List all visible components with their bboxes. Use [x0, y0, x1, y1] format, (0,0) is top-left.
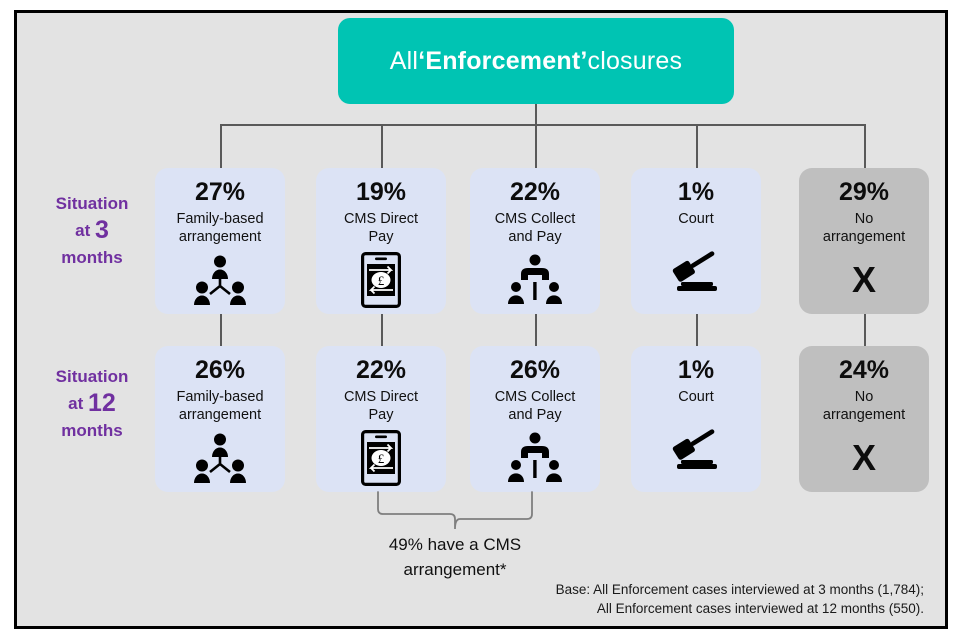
base-note-line2: All Enforcement cases interviewed at 12 … [596, 601, 924, 616]
base-note-line1: Base: All Enforcement cases interviewed … [555, 582, 924, 597]
row-label-3-months: Situation at 3 months [22, 190, 162, 271]
header-prefix: All [389, 46, 419, 75]
cms-collect-pay-icon [470, 246, 600, 314]
svg-text:£: £ [378, 273, 385, 288]
row-label-12-at: at [68, 394, 89, 413]
base-note: Base: All Enforcement cases interviewed … [556, 580, 924, 618]
outcome-percent: 1% [677, 356, 715, 384]
gavel-icon [631, 406, 761, 492]
row-label-12-months: Situation at 12 months [22, 363, 162, 444]
svg-text:£: £ [378, 451, 385, 466]
connector-drop-1 [220, 124, 222, 168]
header-title-box: All ‘Enforcement’closures [338, 18, 734, 104]
connector-drop-2 [381, 124, 383, 168]
outcome-box-r1c4[interactable]: 1% Court [631, 168, 761, 314]
outcome-label: Court [678, 211, 714, 227]
header-emphasis: ‘Enforcement’ [418, 46, 588, 75]
row-label-3-line1: Situation [55, 194, 129, 213]
bracket-note-line2: arrangement* [403, 560, 507, 579]
row-label-3-line3: months [61, 248, 123, 267]
outcome-percent: 24% [838, 356, 890, 384]
family-group-icon [155, 246, 285, 314]
phone-pound-exchange-icon: £ [316, 424, 446, 492]
outcome-percent: 22% [355, 356, 407, 384]
bracket-note-line1: 49% have a CMS [388, 535, 522, 554]
connector-row-link-3 [535, 314, 537, 346]
bracket-note: 49% have a CMS arrangement* [330, 532, 580, 582]
outcome-box-r2c4[interactable]: 1% Court [631, 346, 761, 492]
row-label-3-number: 3 [94, 216, 109, 244]
connector-row-link-2 [381, 314, 383, 346]
outcome-percent: 1% [677, 178, 715, 206]
phone-pound-exchange-icon: £ [316, 246, 446, 314]
connector-trunk-vertical [535, 104, 537, 126]
outcome-percent: 27% [194, 178, 246, 206]
connector-drop-3 [535, 124, 537, 168]
connector-horizontal-bus [220, 124, 866, 126]
connector-row-link-1 [220, 314, 222, 346]
x-mark-icon: X [799, 246, 929, 314]
row-label-3-line2: at 3 [22, 217, 162, 244]
connector-row-link-5 [864, 314, 866, 346]
gavel-icon [631, 228, 761, 314]
row-label-3-at: at [75, 221, 95, 240]
x-mark-icon: X [799, 424, 929, 492]
row-label-12-line2: at 12 [22, 390, 162, 417]
row-label-12-line3: months [61, 421, 123, 440]
outcome-percent: 26% [194, 356, 246, 384]
cms-collect-pay-icon [470, 424, 600, 492]
outcome-label: Court [678, 389, 714, 405]
connector-row-link-4 [696, 314, 698, 346]
x-mark-glyph: X [851, 259, 876, 300]
row-label-12-number: 12 [88, 389, 116, 417]
family-group-icon [155, 424, 285, 492]
connector-drop-5 [864, 124, 866, 168]
outcome-percent: 22% [509, 178, 561, 206]
row-label-12-line1: Situation [55, 367, 129, 386]
connector-drop-4 [696, 124, 698, 168]
x-mark-glyph: X [851, 437, 876, 478]
outcome-percent: 19% [355, 178, 407, 206]
outcome-percent: 29% [838, 178, 890, 206]
header-suffix: closures [587, 46, 683, 75]
outcome-percent: 26% [509, 356, 561, 384]
